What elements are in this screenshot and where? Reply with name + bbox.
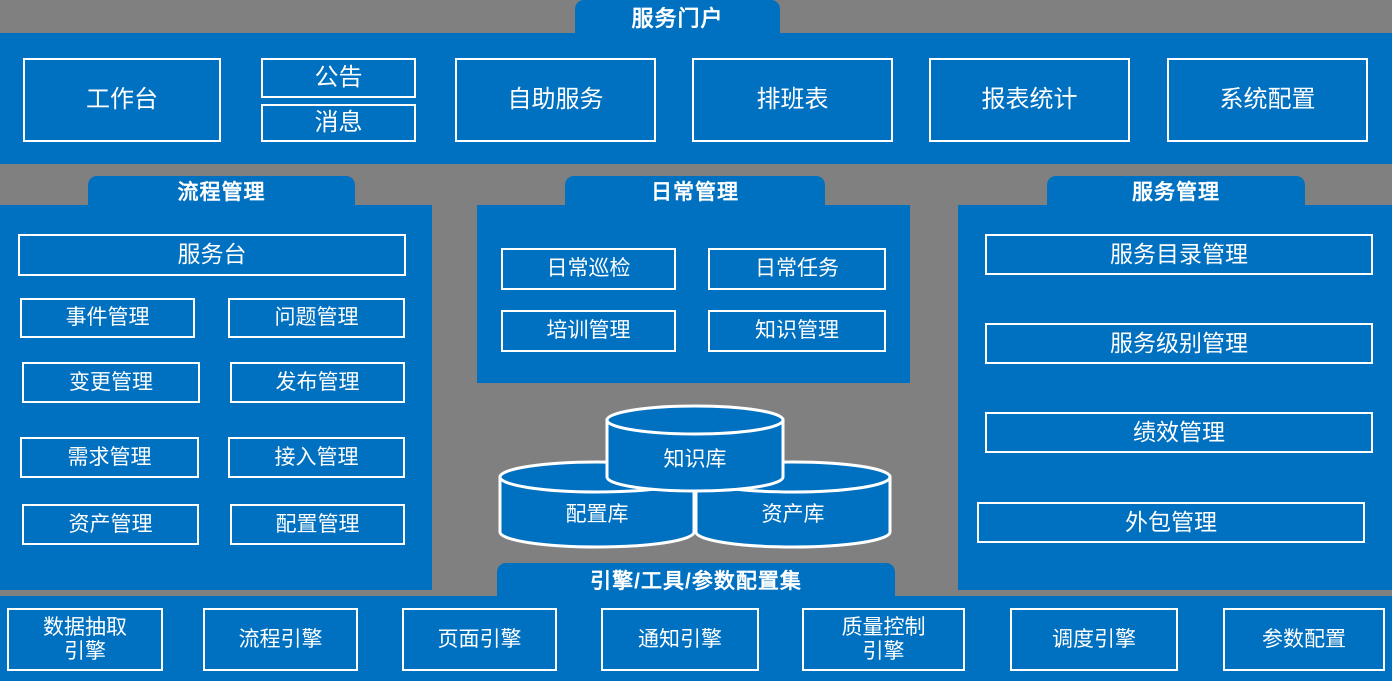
process-item-release[interactable]: 发布管理: [230, 362, 405, 403]
daily-item-label: 日常任务: [755, 257, 839, 281]
process-item-label: 问题管理: [274, 306, 359, 330]
portal-item-label: 报表统计: [981, 85, 1078, 113]
service-item-level[interactable]: 服务级别管理: [985, 323, 1373, 364]
process-title-tab: 流程管理: [88, 176, 355, 206]
portal-item-label: 排班表: [756, 85, 829, 113]
service-item-label: 绩效管理: [1133, 418, 1225, 445]
engine-item-page[interactable]: 页面引擎: [402, 608, 557, 671]
process-item-service-desk[interactable]: 服务台: [18, 234, 406, 276]
service-item-performance[interactable]: 绩效管理: [985, 412, 1373, 453]
portal-panel: 工作台 公告 消息 自助服务 排班表 报表统计 系统配置: [0, 33, 1392, 164]
service-item-outsourcing[interactable]: 外包管理: [977, 502, 1365, 543]
daily-item-inspection[interactable]: 日常巡检: [501, 248, 676, 290]
process-item-label: 配置管理: [275, 512, 360, 536]
daily-item-training[interactable]: 培训管理: [501, 310, 676, 352]
process-item-incident[interactable]: 事件管理: [20, 298, 195, 338]
portal-title-label: 服务门户: [631, 6, 724, 31]
process-panel: 服务台 事件管理 问题管理 变更管理 发布管理 需求管理 接入管理 资产管理 配…: [0, 205, 432, 590]
engine-item-label: 流程引擎: [238, 627, 323, 651]
engine-item-label: 参数配置: [1262, 627, 1346, 651]
process-item-demand[interactable]: 需求管理: [20, 437, 199, 478]
process-item-label: 发布管理: [275, 370, 360, 394]
process-item-label: 需求管理: [67, 445, 152, 469]
engine-item-label: 页面引擎: [437, 627, 522, 651]
engine-item-process[interactable]: 流程引擎: [203, 608, 358, 671]
repository-cylinder-knowledge[interactable]: 知识库: [604, 403, 786, 495]
process-item-label: 服务台: [177, 241, 247, 268]
engines-title-label: 引擎/工具/参数配置集: [590, 570, 802, 593]
process-item-label: 接入管理: [274, 445, 359, 469]
portal-item-self-service[interactable]: 自助服务: [455, 58, 656, 142]
engine-item-data-extraction[interactable]: 数据抽取 引擎: [7, 608, 163, 671]
service-item-label: 外包管理: [1125, 508, 1217, 535]
engine-item-parameter-config[interactable]: 参数配置: [1223, 608, 1385, 671]
service-title-label: 服务管理: [1132, 181, 1220, 204]
portal-item-label: 系统配置: [1219, 85, 1316, 113]
process-item-label: 变更管理: [69, 370, 153, 394]
engine-item-quality-control[interactable]: 质量控制 引擎: [802, 608, 965, 671]
daily-title-tab: 日常管理: [565, 176, 825, 206]
portal-item-announcement[interactable]: 公告: [261, 58, 416, 98]
engine-item-notification[interactable]: 通知引擎: [601, 608, 759, 671]
service-panel: 服务目录管理 服务级别管理 绩效管理 外包管理: [958, 205, 1392, 590]
portal-item-message[interactable]: 消息: [261, 104, 416, 142]
daily-item-label: 知识管理: [755, 319, 839, 343]
service-title-tab: 服务管理: [1047, 176, 1305, 206]
process-item-problem[interactable]: 问题管理: [228, 298, 405, 338]
daily-title-label: 日常管理: [651, 181, 739, 204]
process-title-label: 流程管理: [177, 181, 266, 204]
daily-panel: 日常巡检 日常任务 培训管理 知识管理: [477, 205, 910, 383]
engines-title-tab: 引擎/工具/参数配置集: [497, 563, 895, 597]
portal-item-label: 自助服务: [507, 85, 604, 113]
portal-item-label: 公告: [314, 63, 363, 91]
portal-item-worktable[interactable]: 工作台: [23, 58, 221, 142]
daily-item-label: 培训管理: [546, 319, 631, 343]
portal-item-shift-schedule[interactable]: 排班表: [692, 58, 893, 142]
portal-item-label: 消息: [314, 108, 363, 136]
portal-title-tab: 服务门户: [575, 0, 780, 34]
daily-item-task[interactable]: 日常任务: [708, 248, 886, 290]
engine-item-label: 质量控制 引擎: [841, 615, 926, 663]
daily-item-label: 日常巡检: [546, 257, 631, 281]
engines-panel: 数据抽取 引擎 流程引擎 页面引擎 通知引擎 质量控制 引擎 调度引擎 参数配置: [0, 596, 1392, 681]
service-item-label: 服务级别管理: [1110, 329, 1248, 356]
portal-item-label: 工作台: [86, 85, 158, 113]
process-item-label: 事件管理: [65, 306, 150, 330]
process-item-change[interactable]: 变更管理: [22, 362, 200, 403]
portal-item-report-statistics[interactable]: 报表统计: [929, 58, 1130, 142]
engine-item-label: 数据抽取 引擎: [43, 615, 127, 663]
portal-item-system-config[interactable]: 系统配置: [1167, 58, 1368, 142]
service-item-label: 服务目录管理: [1110, 240, 1248, 267]
process-item-configuration[interactable]: 配置管理: [230, 504, 405, 545]
process-item-label: 资产管理: [68, 512, 153, 536]
process-item-access[interactable]: 接入管理: [228, 437, 405, 478]
daily-item-knowledge[interactable]: 知识管理: [708, 310, 886, 352]
engine-item-label: 通知引擎: [638, 627, 722, 651]
process-item-asset[interactable]: 资产管理: [22, 504, 199, 545]
cylinder-shape-icon: [605, 404, 785, 493]
service-item-catalog[interactable]: 服务目录管理: [985, 234, 1373, 275]
engine-item-label: 调度引擎: [1052, 627, 1136, 651]
engine-item-scheduling[interactable]: 调度引擎: [1010, 608, 1178, 671]
